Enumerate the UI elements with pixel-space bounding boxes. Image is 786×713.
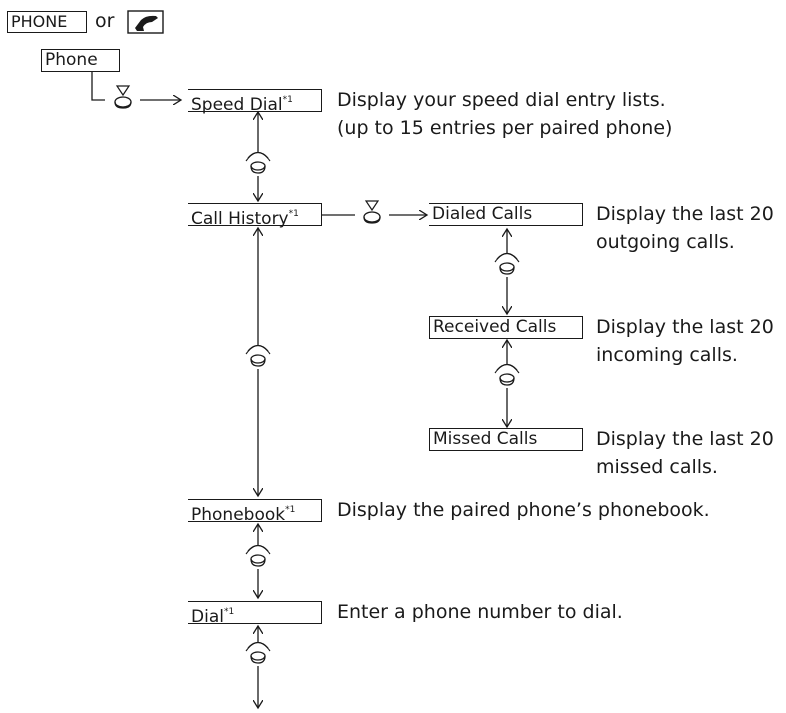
menu-item-speed-dial[interactable]: Speed Dial*1: [188, 89, 322, 115]
phone-handset-icon: [127, 10, 164, 34]
menu-item-label: Call History: [191, 209, 289, 229]
or-text: or: [95, 10, 115, 32]
menu-item-label: Dial: [191, 607, 224, 627]
dial-description: Enter a phone number to dial.: [337, 601, 623, 623]
press-selector-icon: [114, 85, 132, 109]
submenu-item-received-calls[interactable]: Received Calls: [429, 316, 583, 339]
phone-button[interactable]: PHONE: [7, 11, 87, 33]
menu-item-call-history[interactable]: Call History*1: [188, 203, 322, 229]
missed-calls-description: Display the last 20 missed calls.: [596, 428, 774, 478]
connector-phone: [91, 71, 105, 101]
received-calls-description: Display the last 20 incoming calls.: [596, 316, 774, 366]
footnote-marker: *1: [288, 209, 299, 219]
phone-menu-root[interactable]: Phone: [41, 49, 120, 72]
rotate-knob-icon: [245, 344, 271, 367]
rotate-knob-icon: [245, 151, 271, 174]
phonebook-description: Display the paired phone’s phonebook.: [337, 499, 710, 521]
rotate-knob-icon: [494, 363, 520, 386]
menu-item-dial[interactable]: Dial*1: [188, 601, 322, 627]
rotate-knob-icon: [494, 252, 520, 275]
footnote-marker: *1: [282, 95, 293, 105]
footnote-marker: *1: [223, 607, 235, 617]
submenu-item-missed-calls[interactable]: Missed Calls: [429, 428, 583, 451]
submenu-item-dialed-calls[interactable]: Dialed Calls: [429, 203, 583, 226]
dialed-calls-description: Display the last 20 outgoing calls.: [596, 203, 774, 253]
rotate-knob-icon: [245, 544, 271, 567]
footnote-marker: *1: [285, 505, 296, 515]
menu-item-phonebook[interactable]: Phonebook*1: [188, 499, 322, 525]
speed-dial-description: Display your speed dial entry lists. (up…: [337, 89, 673, 139]
menu-item-label: Speed Dial: [191, 95, 283, 115]
rotate-knob-icon: [245, 641, 271, 664]
press-selector-icon: [363, 200, 381, 224]
menu-item-label: Phonebook: [191, 505, 286, 525]
